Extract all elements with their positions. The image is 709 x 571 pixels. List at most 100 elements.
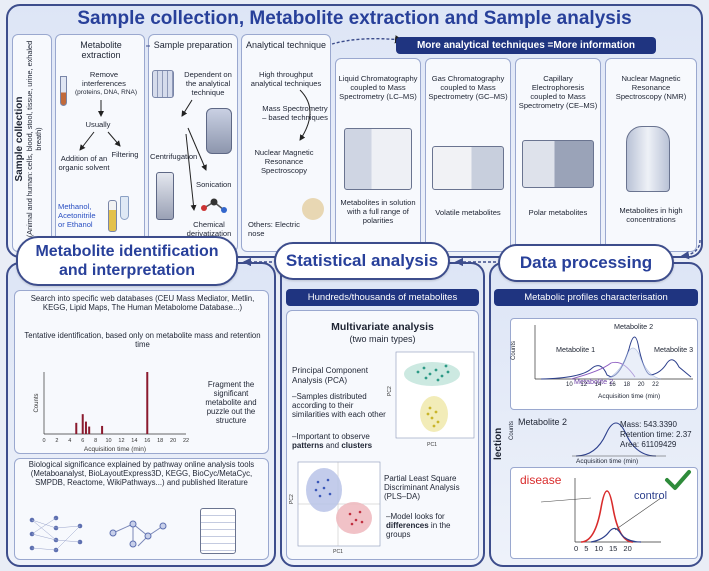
preparation-heading: Sample preparation: [153, 40, 233, 50]
technique-lcms-name: Liquid Chromatography coupled to Mass Sp…: [338, 74, 418, 101]
label-metabolite-1: Metabolite 1: [556, 345, 596, 354]
c3-tick-20: 20: [623, 544, 632, 553]
plsda-heading: Partial Least Square Discriminant Analys…: [384, 474, 460, 501]
organic-solvent-label: Addition of an organic solvent: [58, 154, 110, 172]
c1-tick-10: 10: [566, 382, 573, 388]
pca-bullet-2-pre: –Important to observe: [292, 432, 370, 441]
id-chart-tick-label: 20: [170, 438, 176, 444]
plsda-scatter-plot: PC1 PC2: [289, 461, 381, 555]
tube-rack-icon: [152, 70, 174, 98]
test-tube-icon: [60, 76, 67, 106]
filter-tip-icon: [120, 196, 129, 220]
processing-title: Data processing: [498, 244, 674, 282]
plsda-axis-x: PC1: [333, 549, 343, 555]
id-chart-tick-label: 18: [157, 438, 163, 444]
label-metabolite-3: Metabolite 3: [654, 345, 694, 354]
chromatogram-xlabel: Acquisition time (min): [598, 393, 661, 400]
electronic-nose-icon: [302, 198, 324, 220]
extraction-heading: Metabolite extraction: [80, 40, 122, 60]
group-comparison-chart: [540, 470, 691, 543]
fragment-text: Fragment the significant metabolite and …: [205, 380, 257, 425]
label-metabolite-2: Metabolite 2: [614, 322, 654, 331]
remove-interferences-sub: (proteins, DNA, RNA): [74, 89, 138, 96]
solvent-methanol: Methanol,: [58, 202, 92, 211]
pca-bullet-2: –Important to observe patterns and clust…: [292, 432, 388, 450]
sample-collection-subtitle: (Animal and human: cells, blood, stool, …: [25, 40, 43, 238]
plsda-bullet: –Model looks for differences in the grou…: [386, 512, 476, 539]
main-title: Sample collection, Metabolite extraction…: [77, 8, 632, 29]
c1-tick-22: 22: [652, 382, 659, 388]
control-label: control: [634, 490, 668, 502]
network-graph-icon: [29, 515, 83, 553]
c1-tick-14: 14: [594, 382, 602, 388]
id-chart-bar: [146, 372, 149, 434]
metabolite-2-counts-label: Counts: [509, 420, 515, 440]
disease-label: disease: [520, 473, 562, 487]
technique-lcms-desc: Metabolites in solution with a full rang…: [340, 198, 416, 225]
technique-cems-name: Capillary Electrophoresis coupled to Mas…: [518, 74, 598, 110]
c3-tick-10: 10: [594, 544, 603, 553]
chromatogram-ticks: 10 12 14 16 18 20 22: [566, 381, 659, 390]
c3-tick-15: 15: [608, 544, 618, 553]
profiles-bar: Metabolic profiles characterisation: [494, 289, 698, 306]
pca-scatter-plot: PC1 PC2: [387, 351, 475, 448]
statistical-title: Statistical analysis: [274, 242, 450, 280]
notebook-icon: [200, 508, 236, 554]
metabolites-count-bar: Hundreds/thousands of metabolites: [286, 289, 479, 306]
id-chart-bar: [88, 426, 91, 434]
metabolite-2-xlabel: Acquisition time (min): [576, 458, 639, 465]
multivariate-heading: Multivariate analysis: [331, 321, 434, 333]
id-chart-tick-label: 4: [68, 438, 71, 444]
pathway-map-icon: [109, 520, 167, 548]
solvent-bottle-icon: [108, 200, 117, 232]
id-chart-tick-label: 16: [144, 438, 150, 444]
ms-techniques-label: Mass Spectrometry – based techniques: [262, 104, 328, 122]
id-chart-bar: [75, 422, 78, 434]
centrifuge-icon: [206, 108, 232, 154]
id-chart-xlabel: Acquisition time (min): [84, 446, 146, 453]
id-chart-bar: [84, 421, 87, 434]
identification-title-line1: Metabolite identification: [35, 243, 219, 260]
id-chart-tick-label: 2: [55, 438, 58, 444]
chromatogram-ylabel: Counts: [511, 340, 517, 360]
identification-title-line2: and interpretation: [58, 262, 195, 279]
centrifugation-label: Centrifugation: [150, 152, 198, 161]
c3-tick-5: 5: [584, 544, 589, 553]
sonicator-icon: [156, 172, 174, 220]
derivatization-label: Chemical derivatization: [186, 220, 232, 238]
metabolite-2-side-label: lection: [493, 427, 504, 460]
two-types-label: (two main types): [349, 334, 416, 344]
c3-tick-0: 0: [574, 544, 579, 553]
identification-content: [14, 290, 269, 454]
database-search-text: Search into specific web databases (CEU …: [30, 294, 255, 312]
sample-collection-label: Sample collection (Animal and human: cel…: [14, 32, 50, 246]
plsda-bullet-pre: –Model looks for: [386, 512, 445, 521]
technique-nmr-desc: Metabolites in high concentrations: [619, 206, 683, 224]
plsda-axis-y: PC2: [289, 494, 295, 504]
c1-tick-18: 18: [623, 382, 631, 388]
sonication-label: Sonication: [196, 180, 232, 189]
id-chart-tick-label: 10: [105, 438, 111, 444]
id-chart-tick-label: 6: [81, 438, 84, 444]
metabolite-2-area: Area: 61109429: [620, 440, 677, 449]
nmr-magnet-icon: [626, 126, 670, 192]
technique-gcms-desc: Volatile metabolites: [435, 208, 501, 217]
id-chart-bar: [81, 414, 84, 434]
label-metabolite-2-overlap: Metabolite 2: [574, 377, 614, 386]
high-throughput-label: High throughput analytical techniques: [250, 70, 322, 88]
usually-label: Usually: [85, 120, 111, 129]
identification-title: Metabolite identification and interpreta…: [16, 236, 238, 286]
pca-axis-y: PC2: [387, 386, 393, 396]
more-info-bar: More analytical techniques =More informa…: [396, 37, 656, 54]
c1-tick-20: 20: [637, 382, 645, 388]
metabolite-2-mass: Mass: 543.3390: [620, 420, 677, 429]
group-comparison-ticks: 0 5 10 15 20: [574, 544, 632, 553]
biological-significance-text: Biological significance explained by pat…: [28, 460, 255, 487]
pca-bullet-1: –Samples distributed according to their …: [292, 392, 386, 419]
id-chart-tick-label: 0: [42, 438, 45, 444]
id-chart-tick-label: 12: [118, 438, 124, 444]
chromatogram-chart: [534, 325, 693, 380]
technique-nmr-name: Nuclear Magnetic Resonance Spectroscopy …: [615, 74, 687, 101]
pca-axis-x: PC1: [427, 442, 437, 448]
